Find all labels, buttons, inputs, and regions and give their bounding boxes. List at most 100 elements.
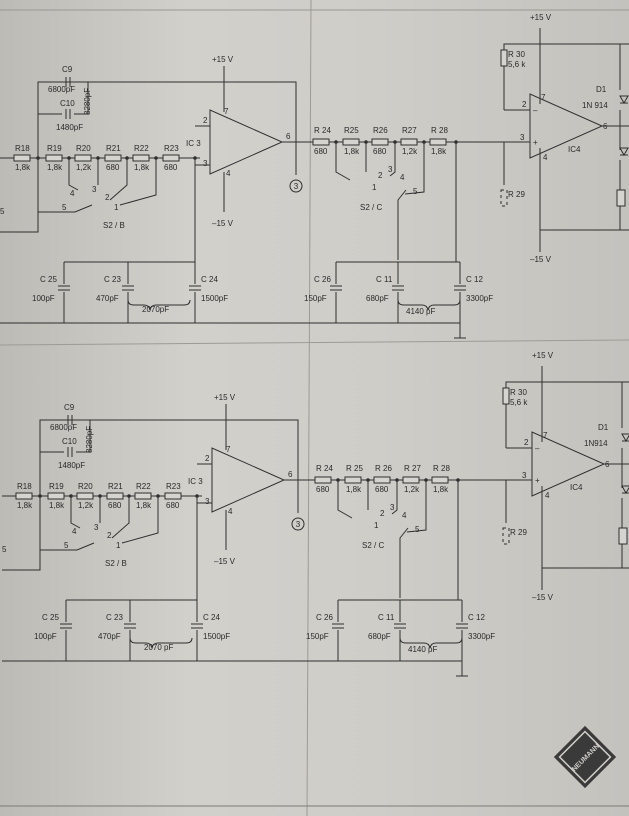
edge-label: 5 xyxy=(0,207,5,216)
ic4-pin-label: 4 xyxy=(543,153,548,162)
resistor-value-label: 1,8k xyxy=(136,501,152,510)
capacitor-value-label: 3300pF xyxy=(466,294,493,303)
resistor-value-label: 1,8k xyxy=(346,485,362,494)
capacitor-name-label: C 12 xyxy=(466,275,483,284)
switch-position-label: 4 xyxy=(402,511,407,520)
resistor-right-edge xyxy=(616,189,626,207)
capacitor-value-label: 680pF xyxy=(368,632,391,641)
c10-name-label: C10 xyxy=(62,437,77,446)
resistor-value-label: 1,8k xyxy=(15,163,31,172)
resistor-r29 xyxy=(502,527,510,545)
switch-position-label: 3 xyxy=(92,185,97,194)
switch-c-contact xyxy=(337,480,353,519)
resistor-name-label: R20 xyxy=(78,482,93,491)
resistor-value-label: 1,2k xyxy=(78,501,94,510)
diode-symbol xyxy=(621,485,629,495)
switch-position-label: 3 xyxy=(94,523,99,532)
r30-value-label: 5,6 k xyxy=(508,60,526,69)
ic3-pin-label: 2 xyxy=(203,116,208,125)
switch-b-contact xyxy=(70,496,81,529)
resistor-value-label: 1,8k xyxy=(49,501,65,510)
resistor-name-label: R22 xyxy=(136,482,151,491)
ic4-pin-label: 7 xyxy=(543,431,548,440)
resistor-r30 xyxy=(502,387,510,405)
resistor-value-label: 1,2k xyxy=(76,163,92,172)
switch-c-label: S2 / C xyxy=(360,203,382,212)
ic3-pin-label: 2 xyxy=(205,454,210,463)
resistor-out xyxy=(429,138,447,146)
resistor-r20 xyxy=(76,492,94,500)
resistor-r18 xyxy=(13,154,31,162)
capacitor-value-label: 100pF xyxy=(32,294,55,303)
resistor-name-label: R22 xyxy=(134,144,149,153)
resistor-value-label: 1,2k xyxy=(404,485,420,494)
resistor-value-label: 1,8k xyxy=(47,163,63,172)
supply-label: +15 V xyxy=(212,55,234,64)
diode-symbol xyxy=(619,95,629,105)
switch-b-wire xyxy=(0,158,39,233)
switch-position-label: 4 xyxy=(70,189,75,198)
capacitor-name-label: C 24 xyxy=(203,613,220,622)
resistor-name-label: R23 xyxy=(164,144,179,153)
resistor-name-label: R21 xyxy=(106,144,121,153)
resistor-r21 xyxy=(104,154,122,162)
resistor-value-label: 1,8k xyxy=(433,485,449,494)
ic4-pin-label: 2 xyxy=(522,100,527,109)
resistor-name-label: R21 xyxy=(108,482,123,491)
r29-label: R 29 xyxy=(508,190,525,199)
d1-label: D1 xyxy=(596,85,607,94)
diode-type-label: 1N 914 xyxy=(582,101,608,110)
r30-name-label: R 30 xyxy=(510,388,527,397)
supply-label: –15 V xyxy=(214,557,236,566)
switch-b-contact xyxy=(109,158,128,201)
resistor-r23 xyxy=(162,154,180,162)
supply-rail xyxy=(505,381,629,388)
resistor-value-label: 1,2k xyxy=(402,147,418,156)
resistor-value-label: 680 xyxy=(314,147,328,156)
ic4-plus-label: + xyxy=(533,138,538,147)
resistor-name-label: R18 xyxy=(15,144,30,153)
c10-value-label: 1480pF xyxy=(58,461,85,470)
capacitor-name-label: C 23 xyxy=(104,275,121,284)
switch-position-label: 4 xyxy=(400,173,405,182)
switch-position-label: 1 xyxy=(116,541,121,550)
supply-label: +15 V xyxy=(214,393,236,402)
resistor-name-label: R18 xyxy=(17,482,32,491)
resistor-r19 xyxy=(45,154,63,162)
c9-name-label: C9 xyxy=(62,65,73,74)
cap-sum-right-label: 4140 pF xyxy=(408,645,437,654)
resistor-value-label: 680 xyxy=(106,163,120,172)
switch-b-wiper xyxy=(38,204,93,213)
switch-b-contact xyxy=(68,158,79,191)
c10-name-label: C10 xyxy=(60,99,75,108)
diode-symbol xyxy=(619,147,629,157)
switch-b-wiper xyxy=(40,542,95,551)
capacitor-name-label: C 26 xyxy=(316,613,333,622)
capacitor-value-label: 680pF xyxy=(366,294,389,303)
resistor-out xyxy=(312,138,330,146)
switch-b-wire xyxy=(2,496,41,571)
switch-b-contact xyxy=(111,496,130,539)
resistor-name-label: R 28 xyxy=(431,126,448,135)
paper-fold-vertical xyxy=(306,0,312,816)
cap-sum-left-label: 2070 pF xyxy=(144,643,173,652)
resistor-r29 xyxy=(500,189,508,207)
c9-value-label: 6800pF xyxy=(48,85,75,94)
switch-c-contact xyxy=(389,142,396,177)
resistor-name-label: R 27 xyxy=(404,464,421,473)
supply-label: –15 V xyxy=(212,219,234,228)
resistor-out xyxy=(402,476,420,484)
ic3-pin-label: 7 xyxy=(224,107,229,116)
resistor-name-label: R26 xyxy=(373,126,388,135)
brace-left xyxy=(127,299,191,311)
ic3-pin-label: 6 xyxy=(288,470,293,479)
resistor-name-label: R 28 xyxy=(433,464,450,473)
supply-rail xyxy=(503,43,629,50)
neumann-logo: NEUMANN xyxy=(553,725,617,789)
capacitor-name-label: C 12 xyxy=(468,613,485,622)
switch-position-label: 4 xyxy=(72,527,77,536)
resistor-value-label: 680 xyxy=(375,485,389,494)
resistor-name-label: R23 xyxy=(166,482,181,491)
cap-sum-left-label: 2070pF xyxy=(142,305,169,314)
capacitor-name-label: C 11 xyxy=(378,613,395,622)
